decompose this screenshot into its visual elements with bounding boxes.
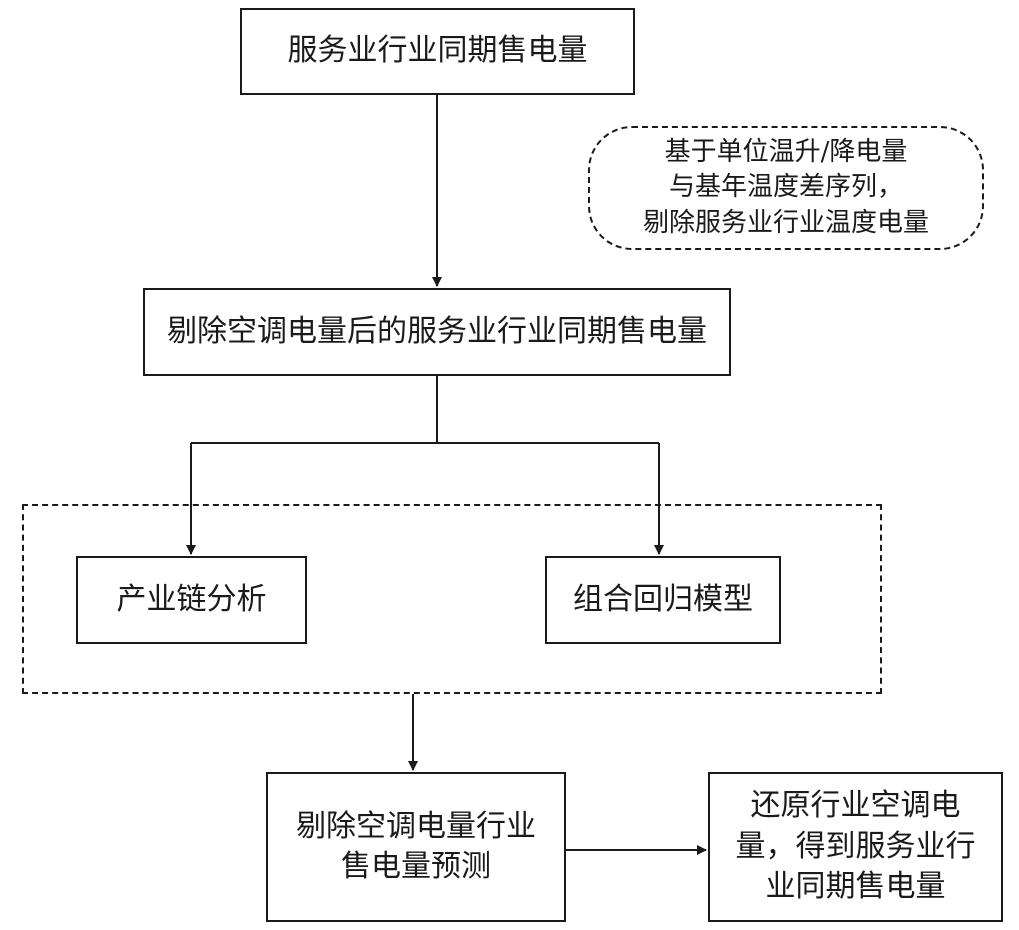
node-restore-ac: 还原行业空调电 量，得到服务业行 业同期售电量 <box>708 772 1003 922</box>
node-service-industry-sales: 服务业行业同期售电量 <box>240 8 635 95</box>
node-restore-ac-label: 还原行业空调电 量，得到服务业行 业同期售电量 <box>735 788 976 905</box>
node-combined-regression-model: 组合回归模型 <box>545 556 781 644</box>
node-removed-ac-sales: 剔除空调电量后的服务业行业同期售电量 <box>143 288 731 376</box>
node-forecast-label: 剔除空调电量行业 售电量预测 <box>296 808 536 885</box>
node-service-industry-sales-label: 服务业行业同期售电量 <box>287 33 588 69</box>
node-forecast: 剔除空调电量行业 售电量预测 <box>266 772 566 922</box>
note-temperature-removal: 基于单位温升/降电量 与基年温度差序列， 剔除服务业行业温度电量 <box>588 126 984 250</box>
model-group <box>22 504 882 694</box>
node-removed-ac-sales-label: 剔除空调电量后的服务业行业同期售电量 <box>167 313 707 349</box>
note-temperature-removal-label: 基于单位温升/降电量 与基年温度差序列， 剔除服务业行业温度电量 <box>642 137 929 238</box>
node-industry-chain-analysis-label: 产业链分析 <box>116 581 267 617</box>
node-combined-regression-model-label: 组合回归模型 <box>573 581 753 617</box>
node-industry-chain-analysis: 产业链分析 <box>76 556 307 644</box>
